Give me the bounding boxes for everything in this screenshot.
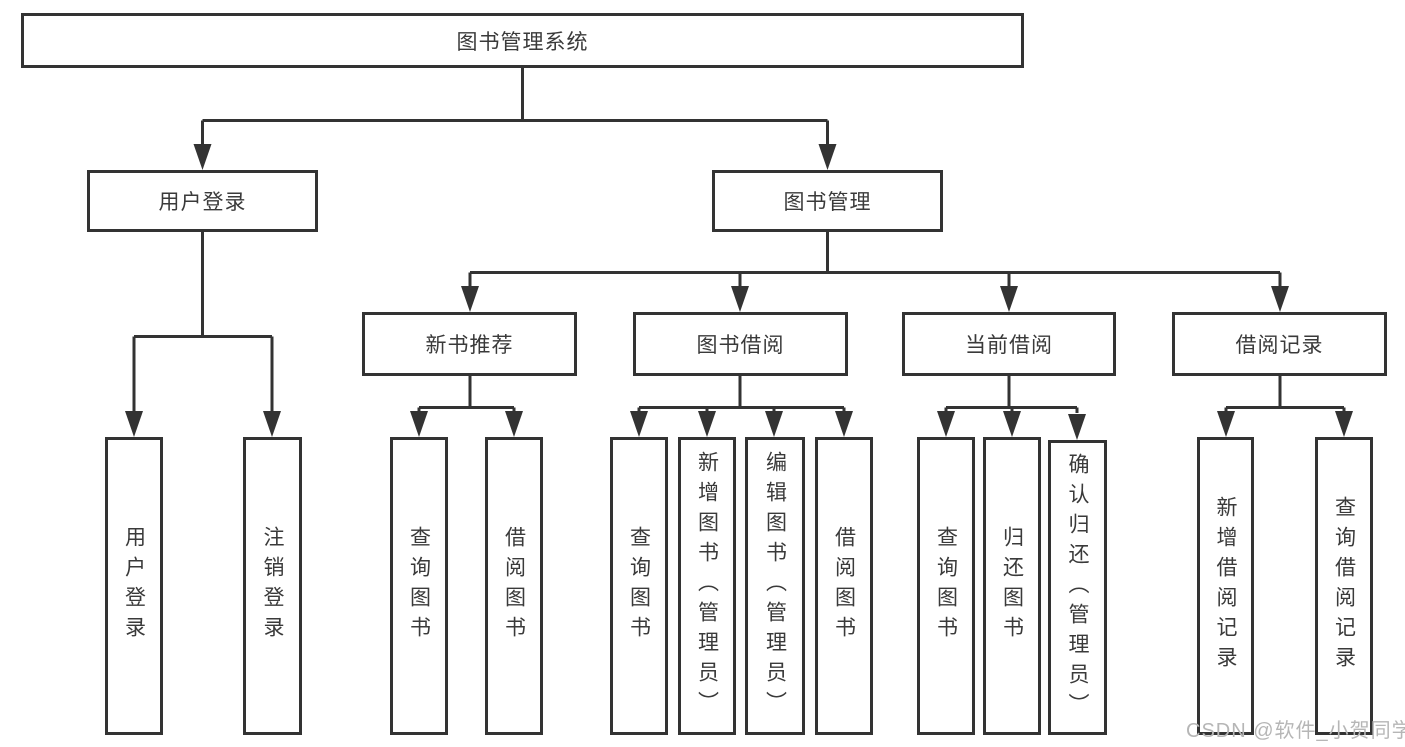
node-label: 图书管理 — [783, 191, 872, 214]
node-book-borrow: 图书借阅 — [633, 312, 848, 376]
leaf-query-borrow-record: 查询借阅记录 — [1315, 437, 1373, 735]
leaf-label: 编辑图书（管理员） — [763, 451, 787, 721]
node-user-login: 用户登录 — [87, 170, 318, 232]
leaf-borrow-books: 借阅图书 — [815, 437, 873, 735]
leaf-borrow-books-recommend: 借阅图书 — [485, 437, 543, 735]
node-label: 新书推荐 — [425, 334, 514, 357]
leaf-query-books-borrow: 查询图书 — [610, 437, 668, 735]
leaf-return-books: 归还图书 — [983, 437, 1041, 735]
leaf-label: 查询图书 — [407, 526, 431, 646]
leaf-user-login: 用户登录 — [105, 437, 163, 735]
leaf-label: 查询图书 — [627, 526, 651, 646]
leaf-label: 新增图书（管理员） — [695, 451, 719, 721]
node-library-management-system: 图书管理系统 — [21, 13, 1024, 68]
leaf-query-books-recommend: 查询图书 — [390, 437, 448, 735]
node-new-book-recommend: 新书推荐 — [362, 312, 577, 376]
node-book-management: 图书管理 — [712, 170, 943, 232]
node-label: 用户登录 — [158, 191, 247, 214]
leaf-logout: 注销登录 — [243, 437, 302, 735]
leaf-edit-book-admin: 编辑图书（管理员） — [745, 437, 805, 735]
node-borrow-records: 借阅记录 — [1172, 312, 1387, 376]
leaf-label: 查询借阅记录 — [1332, 496, 1356, 676]
leaf-label: 注销登录 — [261, 526, 284, 646]
node-label: 借阅记录 — [1235, 334, 1324, 357]
leaf-label: 查询图书 — [934, 526, 958, 646]
leaf-label: 借阅图书 — [502, 526, 526, 646]
leaf-query-books-current: 查询图书 — [917, 437, 975, 735]
node-label: 图书管理系统 — [456, 30, 589, 54]
leaf-add-book-admin: 新增图书（管理员） — [678, 437, 736, 735]
leaf-label: 确认归还（管理员） — [1066, 452, 1089, 723]
leaf-label: 用户登录 — [122, 526, 146, 646]
csdn-watermark: CSDN @软件_小贺同学 — [1186, 720, 1405, 742]
leaf-add-borrow-record: 新增借阅记录 — [1197, 437, 1254, 735]
leaf-label: 归还图书 — [1000, 526, 1024, 646]
node-label: 图书借阅 — [696, 334, 785, 357]
node-current-borrow: 当前借阅 — [902, 312, 1116, 376]
leaf-label: 借阅图书 — [832, 526, 856, 646]
leaf-label: 新增借阅记录 — [1214, 496, 1237, 676]
node-label: 当前借阅 — [965, 334, 1053, 357]
leaf-confirm-return-admin: 确认归还（管理员） — [1048, 440, 1107, 735]
